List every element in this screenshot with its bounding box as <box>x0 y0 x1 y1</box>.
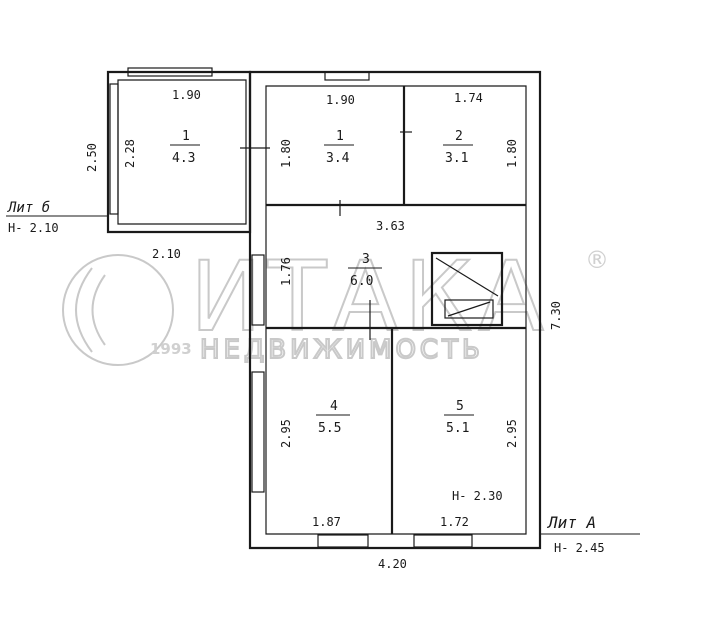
room-area: 4.3 <box>172 151 195 166</box>
room-3-label: 3 6.0 <box>348 252 382 289</box>
room-1b-label: 1 3.4 <box>324 129 354 166</box>
room-1a-label: 1 4.3 <box>170 129 200 166</box>
lit-b-name: Лит б <box>7 200 50 216</box>
room-area: 3.4 <box>326 151 350 166</box>
watermark-logo-icon <box>62 254 174 366</box>
dim-label: 7.30 <box>549 301 563 330</box>
dim-label: 1.72 <box>440 515 469 529</box>
walls <box>106 70 542 550</box>
dim-label: 1.80 <box>505 139 519 168</box>
dim-label: 2.95 <box>505 419 519 448</box>
lit-a-height: Н- 2.45 <box>554 541 605 555</box>
dim-label: 1.76 <box>279 257 293 286</box>
lit-b-callout: Лит б Н- 2.10 <box>6 200 108 235</box>
room-2-label: 2 3.1 <box>443 129 473 166</box>
room-5-label: 5 5.1 <box>444 399 474 436</box>
room-number: 1 <box>336 129 344 144</box>
watermark-year: 1993 <box>150 340 192 358</box>
dim-label: 1.80 <box>279 139 293 168</box>
dimensions: 1.90 2.50 2.28 2.10 1.90 1.80 1.74 1.80 … <box>85 88 563 571</box>
watermark-tagline: НЕДВИЖИМОСТЬ <box>200 335 484 365</box>
room-4-label: 4 5.5 <box>316 399 350 436</box>
lit-b-height: Н- 2.10 <box>8 221 59 235</box>
dim-label: 4.20 <box>378 557 407 571</box>
watermark-brand: ИТАКА <box>190 241 550 353</box>
room-area: 6.0 <box>350 274 373 289</box>
room-number: 4 <box>330 399 338 414</box>
dim-label: 3.63 <box>376 219 405 233</box>
dim-label: 2.28 <box>123 139 137 168</box>
lit-a-callout: Лит А Н- 2.45 <box>540 513 640 555</box>
dim-label: 1.74 <box>454 91 483 105</box>
dim-label: 2.95 <box>279 419 293 448</box>
watermark-reg: ® <box>585 246 609 274</box>
dim-label: 2.10 <box>152 247 181 261</box>
dim-label: 1.90 <box>326 93 355 107</box>
lit-a-name: Лит А <box>546 513 596 532</box>
watermark: ИТАКА ® 1993 НЕДВИЖИМОСТЬ <box>62 240 609 366</box>
room-area: 5.1 <box>446 421 469 436</box>
dim-label: 1.87 <box>312 515 341 529</box>
room-area: 3.1 <box>445 151 468 166</box>
room-number: 5 <box>456 399 464 414</box>
openings <box>109 67 473 548</box>
room-number: 1 <box>182 129 190 144</box>
dim-label: 1.90 <box>172 88 201 102</box>
room-number: 3 <box>362 252 370 267</box>
room-area: 5.5 <box>318 421 341 436</box>
ceiling-height-note: Н- 2.30 <box>452 489 503 503</box>
dim-label: 2.50 <box>85 143 99 172</box>
room-number: 2 <box>455 129 463 144</box>
